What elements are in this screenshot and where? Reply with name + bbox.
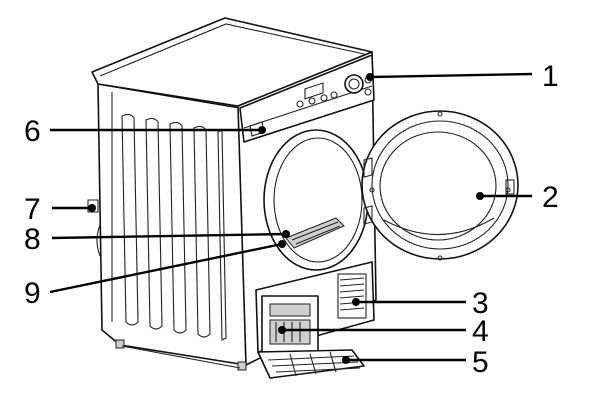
leader-line-9 xyxy=(49,242,283,294)
ventilation-grille xyxy=(337,273,367,319)
callout-3: 3 xyxy=(472,287,489,320)
door-opening xyxy=(263,129,369,271)
leader-dot-9 xyxy=(278,240,286,248)
callout-8: 8 xyxy=(24,223,41,256)
display-window xyxy=(304,82,324,100)
leader-dot-3 xyxy=(352,298,360,306)
open-door xyxy=(361,110,519,261)
foot xyxy=(115,339,125,349)
callout-6: 6 xyxy=(24,115,41,148)
callout-7: 7 xyxy=(24,193,41,226)
leader-dot-1 xyxy=(366,73,374,81)
leader-dot-4 xyxy=(278,326,286,334)
callout-2: 2 xyxy=(542,181,559,214)
leader-dot-2 xyxy=(476,192,484,200)
callout-1: 1 xyxy=(542,60,559,93)
leader-dot-6 xyxy=(258,126,266,134)
leader-lines xyxy=(49,72,533,364)
leader-dot-5 xyxy=(342,356,350,364)
leader-dot-7 xyxy=(88,204,96,212)
callout-9: 9 xyxy=(24,277,41,310)
foot xyxy=(237,361,247,371)
program-knob xyxy=(344,74,364,94)
leader-line-8 xyxy=(51,232,287,240)
callout-labels: 1 2 3 4 5 6 7 8 9 xyxy=(24,60,559,379)
dryer-illustration xyxy=(87,17,519,379)
callout-5: 5 xyxy=(472,346,489,379)
leader-dot-8 xyxy=(282,230,290,238)
condenser-unit xyxy=(261,295,319,353)
leader-line-1 xyxy=(369,72,533,79)
callout-4: 4 xyxy=(472,315,489,348)
condenser-flap xyxy=(257,349,365,379)
